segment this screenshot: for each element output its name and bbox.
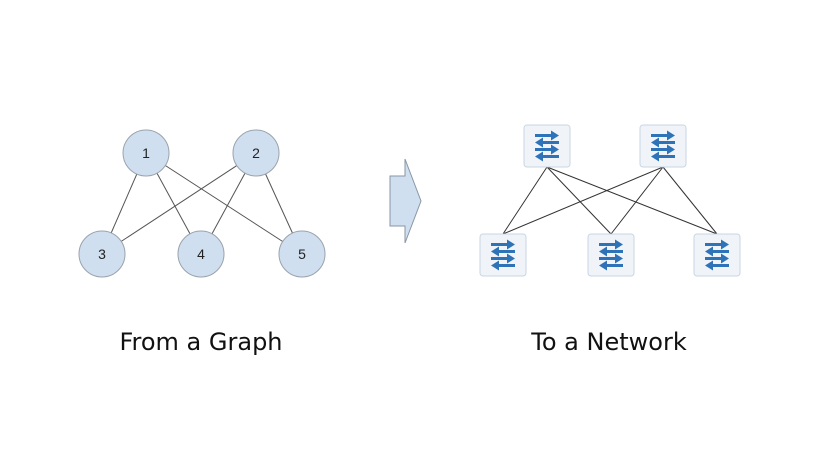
graph-edge-2-3: [101, 152, 257, 255]
network-link-s2-s4: [610, 166, 664, 235]
graph-node-label: 3: [98, 246, 106, 262]
network-links: [502, 166, 718, 235]
network-link-s2-s5: [662, 166, 718, 235]
graph-node-5: 5: [278, 230, 326, 278]
graph-node-label: 4: [197, 246, 205, 262]
network-caption: To a Network: [531, 328, 687, 356]
graph-caption: From a Graph: [119, 328, 283, 356]
graph-node-4: 4: [177, 230, 225, 278]
transform-arrow: [389, 158, 422, 244]
graph-node-circle: [177, 230, 225, 278]
graph-node-label: 2: [252, 145, 260, 161]
graph-edge-1-5: [145, 152, 303, 255]
graph-node-circle: [232, 129, 280, 177]
graph-node-circle: [78, 230, 126, 278]
graph-node-label: 5: [298, 246, 306, 262]
network-link-s1-s3: [502, 166, 548, 235]
graph-node-3: 3: [78, 230, 126, 278]
network-switch-icon: [639, 124, 687, 168]
network-switch-icon: [587, 233, 635, 277]
network-switch-icon: [693, 233, 741, 277]
network-switch-icon: [523, 124, 571, 168]
right-arrow-icon: [389, 158, 422, 244]
graph-node-circle: [122, 129, 170, 177]
graph-node-1: 1: [122, 129, 170, 177]
graph-nodes: 1 2 3 4 5: [78, 129, 326, 278]
network-link-s1-s5: [546, 166, 718, 235]
network-link-s1-s4: [546, 166, 612, 235]
graph-node-label: 1: [142, 145, 150, 161]
network-link-s2-s3: [502, 166, 664, 235]
graph-node-2: 2: [232, 129, 280, 177]
network-switch-icon: [479, 233, 527, 277]
network-devices: [479, 124, 741, 277]
graph-node-circle: [278, 230, 326, 278]
